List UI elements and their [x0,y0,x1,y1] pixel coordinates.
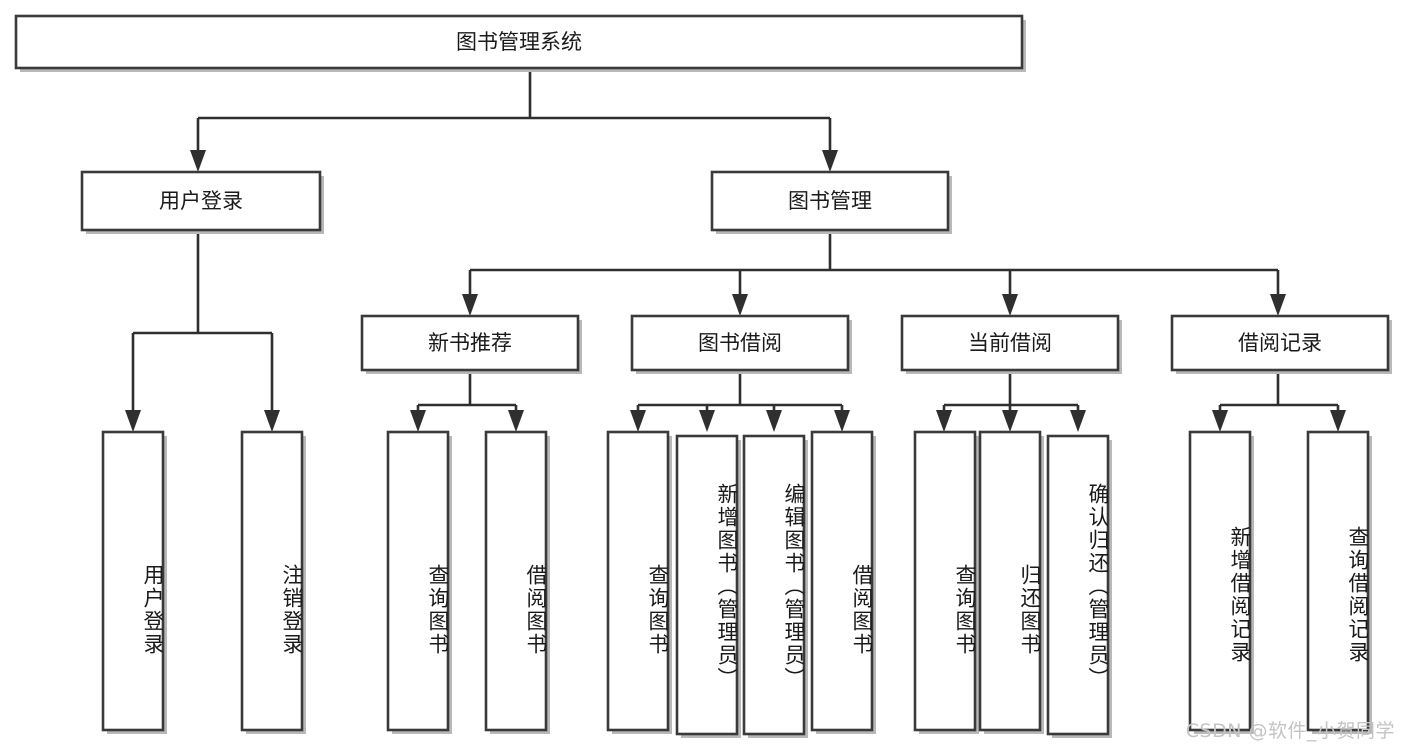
csdn-watermark: CSDN @软件_小贺同学 [1185,720,1395,742]
node-new-book-rec-box[interactable] [360,314,580,372]
node-book-manage[interactable]: 图书管理 [710,170,952,234]
node-book-manage-label: 图书管理 [788,189,872,213]
edge-new-book-rec-to-bus [416,374,518,412]
arrowhead-leaf-query-borrow-record [1330,410,1346,432]
arrowhead-to-user-login [190,150,206,172]
node-leaf-confirm-return-admin-box[interactable] [1046,434,1110,736]
arrowhead-leaf-borrow-book-2 [834,410,850,432]
node-user-login-box[interactable] [80,170,322,232]
arrowhead-current-borrow [1002,294,1018,316]
node-leaf-borrow-book-1-box[interactable] [484,430,548,732]
node-new-book-rec[interactable]: 新书推荐 [360,314,582,374]
node-leaf-logout-box[interactable] [240,430,304,732]
node-current-borrow-box[interactable] [900,314,1120,372]
node-leaf-confirm-return-admin-label: 确认归还（管理员） [1086,482,1108,690]
node-leaf-query-borrow-record-label: 查询借阅记录 [1346,526,1368,664]
node-leaf-add-borrow-record-box[interactable] [1188,430,1252,732]
node-leaf-return-book[interactable]: 归还图书 [978,430,1044,734]
node-leaf-add-book-admin-label: 新增图书（管理员） [715,482,737,690]
node-leaf-query-book-2[interactable]: 查询图书 [606,430,672,734]
node-leaf-query-book-3[interactable]: 查询图书 [913,430,979,734]
arrowhead-to-book-manage [822,150,838,172]
node-leaf-borrow-book-2-box[interactable] [810,430,874,732]
node-leaf-query-book-1-label: 查询图书 [426,564,448,656]
node-leaf-add-book-admin[interactable]: 新增图书（管理员） [675,434,741,738]
node-leaf-query-book-2-label: 查询图书 [646,564,668,656]
node-leaf-user-login[interactable]: 用户登录 [101,430,167,734]
node-leaf-add-borrow-record[interactable]: 新增借阅记录 [1188,430,1254,734]
arrowhead-leaf-borrow-book-1 [508,410,524,432]
node-book-borrow-label: 图书借阅 [698,331,782,355]
node-book-borrow-box[interactable] [630,314,850,372]
node-leaf-borrow-book-1-label: 借阅图书 [524,564,546,656]
node-leaf-query-borrow-record[interactable]: 查询借阅记录 [1306,430,1372,734]
node-root-label: 图书管理系统 [456,30,582,54]
node-leaf-add-book-admin-box[interactable] [675,434,739,736]
arrowhead-leaf-edit-book-admin [766,410,782,432]
node-leaf-add-borrow-record-label: 新增借阅记录 [1228,526,1250,664]
node-borrow-record-box[interactable] [1170,314,1390,372]
edge-book-borrow-to-bus [636,374,844,412]
node-leaf-logout[interactable]: 注销登录 [240,430,306,734]
node-leaf-edit-book-admin-label: 编辑图书（管理员） [782,482,804,690]
arrowhead-book-borrow [732,294,748,316]
node-borrow-record[interactable]: 借阅记录 [1170,314,1392,374]
arrowhead-leaf-user-login [125,410,141,432]
node-leaf-logout-label: 注销登录 [280,564,302,656]
node-new-book-rec-label: 新书推荐 [428,331,512,355]
node-leaf-query-book-3-box[interactable] [913,430,977,732]
node-leaf-confirm-return-admin[interactable]: 确认归还（管理员） [1046,434,1112,738]
node-leaf-query-book-2-box[interactable] [606,430,670,732]
node-leaf-query-borrow-record-box[interactable] [1306,430,1370,732]
node-book-borrow[interactable]: 图书借阅 [630,314,852,374]
node-leaf-query-book-1[interactable]: 查询图书 [386,430,452,734]
arrowhead-leaf-query-book-3 [936,410,952,432]
node-borrow-record-label: 借阅记录 [1238,331,1322,355]
edge-root-to-level2-bus [196,68,832,152]
edge-borrow-record-to-bus [1218,374,1340,412]
edge-user-login-to-bus [131,234,274,412]
arrowhead-leaf-return-book [1002,410,1018,432]
edge-book-manage-to-bus [468,234,1280,296]
node-leaf-borrow-book-2-label: 借阅图书 [850,564,872,656]
node-leaf-borrow-book-2[interactable]: 借阅图书 [810,430,876,734]
node-layer: 图书管理系统 用户登录 图书管理 新书推荐 [14,14,1392,738]
node-leaf-edit-book-admin[interactable]: 编辑图书（管理员） [742,434,808,738]
arrowhead-leaf-query-book-1 [410,410,426,432]
arrowhead-leaf-confirm-return-admin [1070,410,1086,432]
node-leaf-return-book-label: 归还图书 [1018,564,1040,656]
node-leaf-edit-book-admin-box[interactable] [742,434,806,736]
node-book-manage-box[interactable] [710,170,950,232]
node-leaf-user-login-label: 用户登录 [141,564,163,656]
node-user-login[interactable]: 用户登录 [80,170,324,234]
node-user-login-label: 用户登录 [159,189,243,213]
arrowhead-borrow-record [1270,294,1286,316]
node-current-borrow[interactable]: 当前借阅 [900,314,1122,374]
arrowhead-leaf-logout [264,410,280,432]
arrowhead-new-book-rec [462,294,478,316]
node-current-borrow-label: 当前借阅 [968,331,1052,355]
arrowhead-leaf-add-book-admin [699,410,715,432]
connector-layer [125,68,1346,432]
node-leaf-user-login-box[interactable] [101,430,165,732]
node-leaf-borrow-book-1[interactable]: 借阅图书 [484,430,550,734]
arrowhead-leaf-add-borrow-record [1212,410,1228,432]
edge-current-borrow-to-bus [942,374,1080,412]
node-leaf-return-book-box[interactable] [978,430,1042,732]
node-root-box[interactable] [14,14,1024,70]
node-root[interactable]: 图书管理系统 [14,14,1026,72]
node-leaf-query-book-1-box[interactable] [386,430,450,732]
arrowhead-leaf-query-book-2 [630,410,646,432]
node-leaf-query-book-3-label: 查询图书 [953,564,975,656]
